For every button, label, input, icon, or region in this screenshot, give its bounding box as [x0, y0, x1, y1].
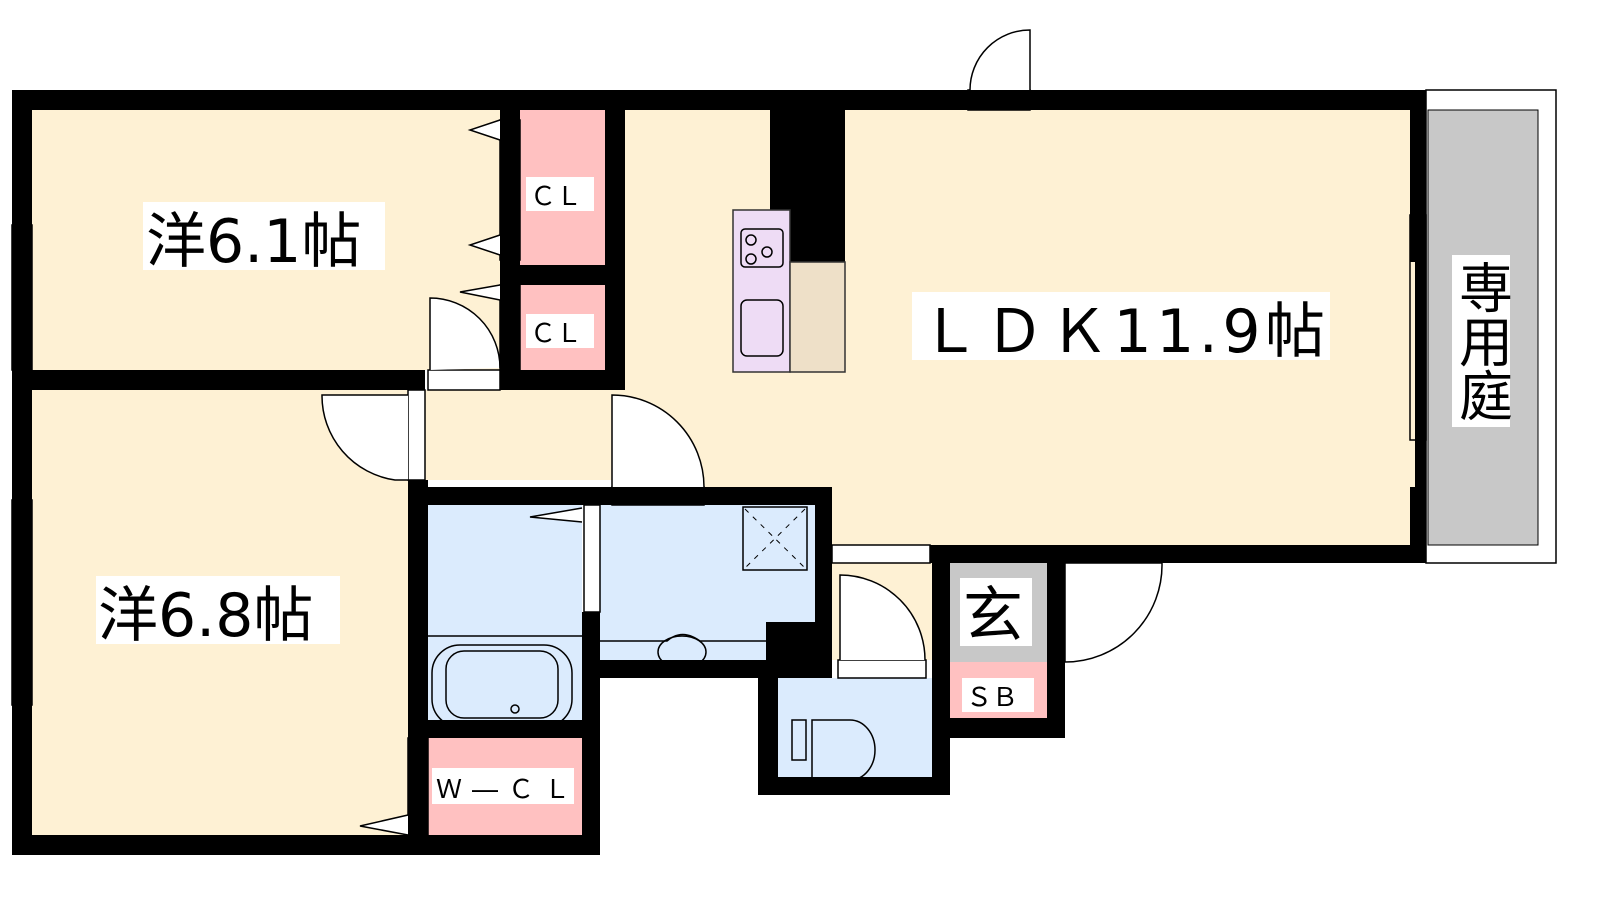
bathroom: [428, 505, 582, 720]
closet-1-label: ＣＬ: [530, 182, 582, 212]
kitchen-counter: [732, 209, 791, 373]
shoe-box-label: ＳＢ: [966, 683, 1018, 713]
private-garden-label: 専用庭: [1450, 260, 1513, 422]
wash-basin-icon: [600, 633, 780, 669]
closet-2-label: ＣＬ: [530, 319, 582, 349]
doors: [321, 29, 1163, 836]
ldk-corner: [832, 480, 932, 545]
washer-pan-icon: [742, 506, 808, 571]
sink-icon: [740, 299, 784, 357]
kitchen-side: [789, 261, 846, 373]
toilet-icon: [791, 719, 876, 781]
western-room-2-label: 洋6.8帖: [98, 581, 313, 651]
western-room-1-label: 洋6.1帖: [146, 207, 361, 277]
ldk-label: ＬＤＫ11.9帖: [920, 297, 1325, 367]
windows: [11, 214, 1427, 706]
entrance-label: 玄: [963, 581, 1023, 651]
bathtub-icon: [428, 635, 582, 728]
stove-icon: [740, 228, 784, 268]
toilet: [778, 678, 932, 777]
